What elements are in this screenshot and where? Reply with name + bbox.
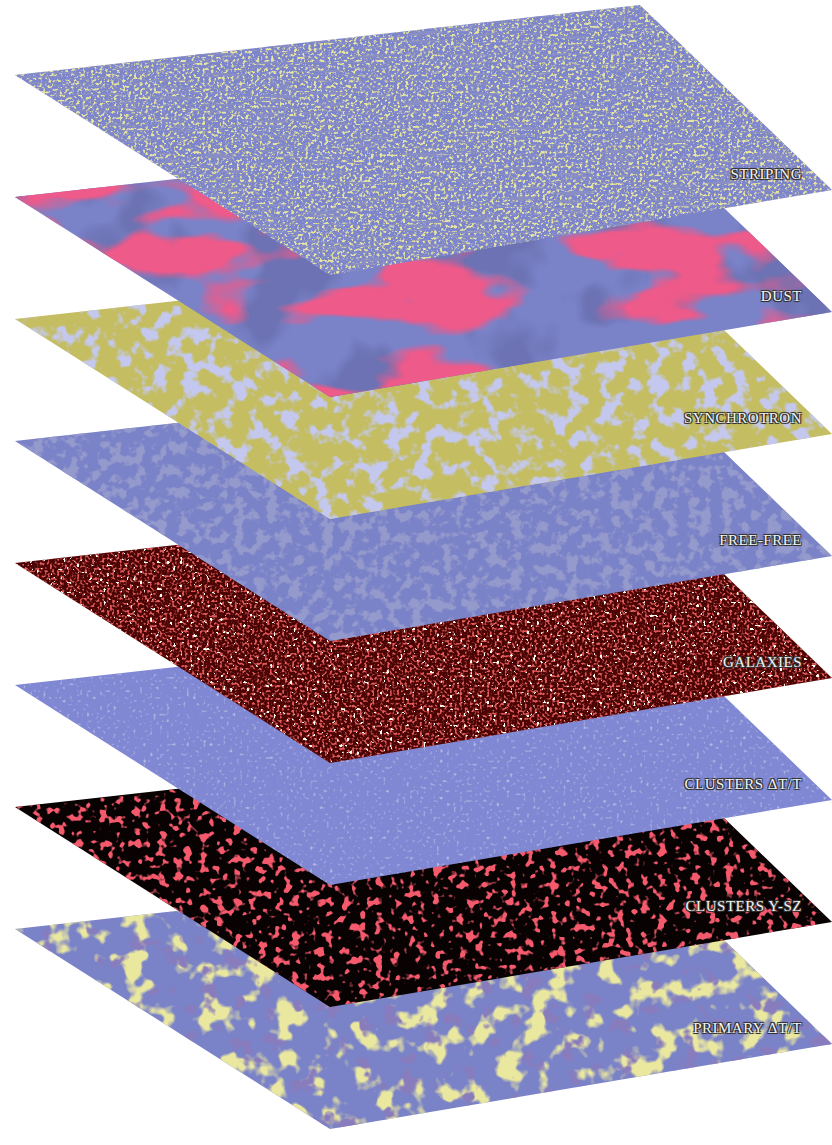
layer-label: GALAXIES [723,654,802,671]
layer-plane [0,0,832,280]
layer-texture [15,5,832,275]
layer-label: CLUSTERS Y-SZ [686,898,802,915]
layer-texture [15,5,832,275]
layer-label: PRIMARY ΔT/T [693,1020,802,1037]
layer-label: CLUSTERS ΔT/T [685,776,802,793]
layer-label: SYNCHROTRON [684,410,802,427]
striping-layer: STRIPING [0,0,832,280]
layer-label: DUST [761,288,802,305]
layer-label: FREE-FREE [719,532,802,549]
layer-label: STRIPING [730,166,802,183]
layer-texture [15,5,832,275]
